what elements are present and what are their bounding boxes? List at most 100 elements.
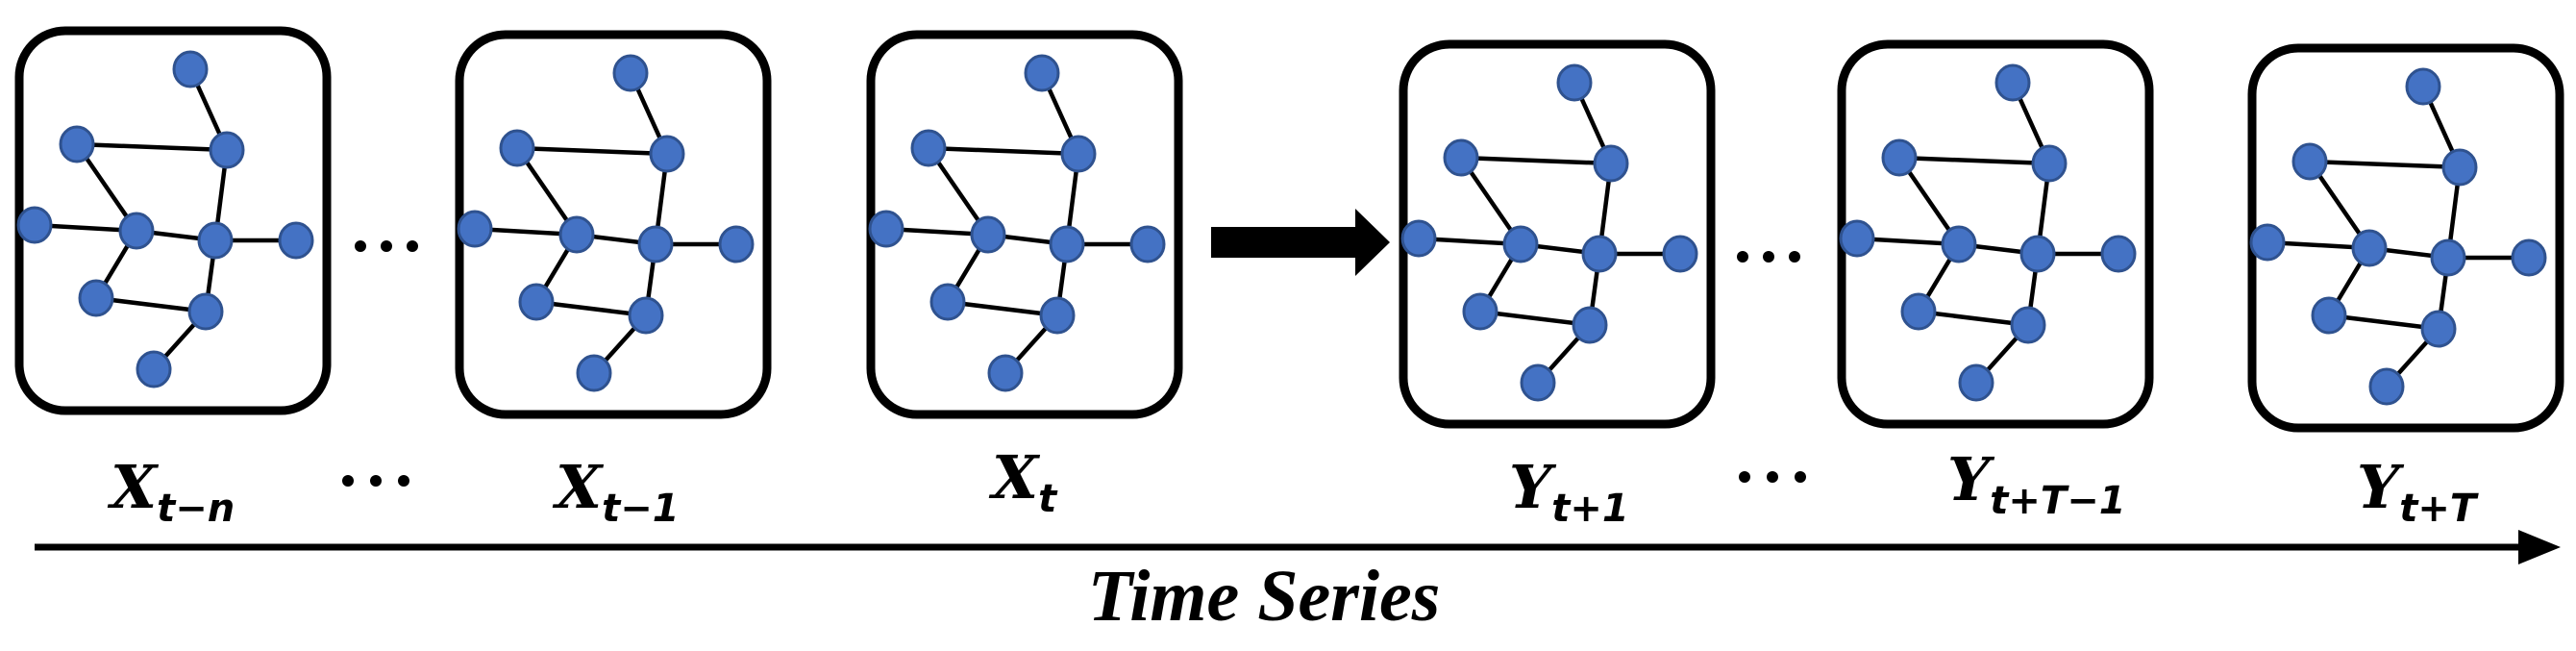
graph-network	[16, 50, 314, 388]
ellipsis-dots-1	[355, 240, 418, 252]
graph-node	[1049, 225, 1085, 263]
graph-node	[1662, 235, 1698, 273]
graph-node	[1502, 225, 1539, 263]
graph-node	[1520, 363, 1556, 402]
graph-node	[187, 292, 224, 331]
graph-network	[457, 54, 755, 392]
graph-edge	[514, 145, 670, 157]
graph-node	[910, 129, 947, 167]
graph-node	[1572, 306, 1608, 344]
label-x-t: Xt	[988, 442, 1058, 521]
graph-node	[1443, 138, 1479, 177]
ellipsis-dots-2	[1737, 251, 1800, 263]
graph-node	[2019, 235, 2056, 273]
graph-frame-x-t-minus-n	[14, 26, 332, 415]
graph-node	[172, 50, 209, 88]
graph-node	[970, 215, 1006, 254]
graph-node	[2511, 238, 2547, 277]
graph-node	[612, 54, 649, 92]
graph-node	[2420, 310, 2457, 348]
frame-border	[1399, 39, 1716, 429]
graph-node	[868, 210, 904, 248]
graph-network	[868, 54, 1166, 392]
graph-node	[2441, 148, 2478, 187]
graph-edge	[533, 299, 649, 318]
frame-border	[866, 30, 1183, 419]
graph-node	[1581, 235, 1618, 273]
graph-network	[2249, 67, 2547, 406]
graph-node	[2405, 67, 2441, 106]
graph-node	[1024, 54, 1060, 92]
graph-node	[1129, 225, 1166, 263]
graph-node	[2368, 367, 2405, 406]
graph-node	[929, 283, 966, 321]
frame-border	[455, 30, 772, 419]
graph-node	[558, 215, 595, 254]
graph-edge	[1458, 155, 1614, 166]
frame-labels: Xt−n Xt−1 Xt Yt+1 Yt+T−1 Yt+T	[107, 442, 2479, 531]
graph-node	[1593, 144, 1629, 183]
graph-node	[518, 283, 555, 321]
graph-edge	[1896, 155, 2052, 166]
graph-node	[576, 354, 612, 392]
graph-edge	[1477, 309, 1593, 328]
label-x-t-minus-n: Xt−n	[107, 452, 235, 531]
graph-node	[1039, 296, 1076, 335]
graph-network	[1839, 63, 2137, 402]
ellipsis-dots-3	[342, 475, 409, 487]
graph-node	[16, 206, 53, 244]
graph-edge	[93, 295, 209, 314]
graph-node	[649, 135, 685, 173]
graph-frame-y-t-plus-1	[1399, 39, 1716, 429]
graph-node	[2430, 238, 2466, 277]
time-axis-arrowhead	[2518, 530, 2561, 564]
frame-border	[14, 26, 332, 415]
graph-edge	[2326, 313, 2441, 332]
graph-node	[2010, 306, 2046, 344]
graph-node	[1994, 63, 2031, 102]
graph-node	[2291, 142, 2328, 181]
graph-node	[59, 125, 95, 163]
graph-node	[2311, 296, 2347, 335]
graph-node	[2249, 223, 2286, 262]
graph-network	[1400, 63, 1698, 402]
graph-edge	[945, 299, 1060, 318]
graph-node	[209, 131, 245, 169]
graph-node	[1839, 219, 1875, 258]
graph-frame-y-t-plus-T	[2247, 43, 2564, 433]
ellipsis-dots-4	[1739, 471, 1806, 483]
graph-edge	[1916, 309, 2031, 328]
graph-node	[1941, 225, 1977, 263]
graph-frame-y-t-plus-T-minus-1	[1837, 39, 2154, 429]
graph-node	[718, 225, 755, 263]
label-y-t-plus-T: Yt+T	[2357, 452, 2479, 531]
graph-node	[1881, 138, 1918, 177]
frame-border	[2247, 43, 2564, 433]
graph-frame-x-t-minus-1	[455, 30, 772, 419]
graph-node	[637, 225, 674, 263]
graph-node	[1060, 135, 1097, 173]
graph-node	[987, 354, 1024, 392]
frame-border	[1837, 39, 2154, 429]
graph-edge	[926, 145, 1081, 157]
graph-frame-x-t	[866, 30, 1183, 419]
graph-node	[2031, 144, 2068, 183]
graph-edge	[74, 141, 230, 153]
graph-node	[499, 129, 535, 167]
graph-node	[628, 296, 664, 335]
graph-node	[78, 279, 114, 317]
label-x-t-minus-1: Xt−1	[552, 452, 680, 531]
label-y-t-plus-T-minus-1: Yt+T−1	[1947, 444, 2126, 523]
time-axis-title: Time Series	[1088, 556, 1441, 637]
graph-node	[1958, 363, 1994, 402]
graph-edge	[2307, 159, 2463, 170]
graph-node	[1900, 292, 1937, 331]
graph-node	[1400, 219, 1437, 258]
graph-node	[1462, 292, 1499, 331]
label-y-t-plus-1: Yt+1	[1509, 452, 1629, 531]
graph-node	[278, 221, 314, 260]
graph-node	[136, 350, 172, 388]
graph-node	[457, 210, 493, 248]
graph-node	[118, 212, 155, 250]
